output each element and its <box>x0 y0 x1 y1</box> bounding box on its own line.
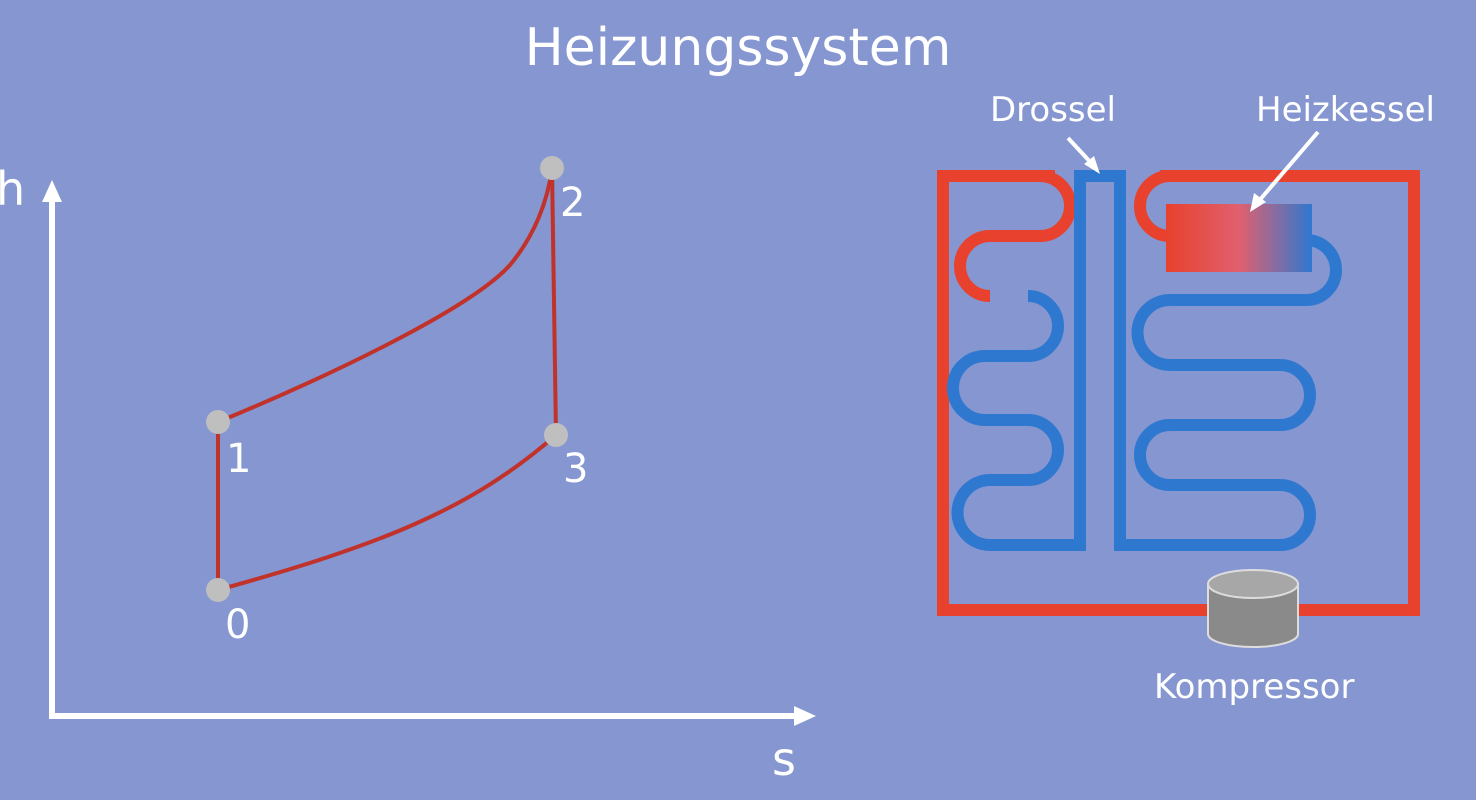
kompressor-label: Kompressor <box>1154 667 1354 707</box>
cycle-line-1-2 <box>217 167 554 424</box>
left-cold-coil <box>947 290 1086 551</box>
state-label-1: 1 <box>226 436 251 482</box>
page-title: Heizungssystem <box>524 18 952 78</box>
heizkessel-pointer <box>1256 130 1320 204</box>
state-point-0 <box>206 578 230 602</box>
x-axis-label: s <box>772 732 796 786</box>
outer-hot-pipe <box>937 170 1420 616</box>
x-axis-arrow-icon <box>794 706 816 726</box>
hs-diagram: h s 0 1 2 3 <box>0 156 816 786</box>
heating-system: Drossel Heizkessel Kompressor <box>937 90 1435 707</box>
right-cold-coil <box>1114 234 1342 551</box>
state-label-0: 0 <box>225 602 250 648</box>
right-hot-coil <box>1134 170 1171 242</box>
heizkessel-label: Heizkessel <box>1256 90 1435 130</box>
boiler <box>1166 204 1312 272</box>
cycle-line-3-0 <box>217 433 558 592</box>
drossel-arrow-icon <box>1084 156 1100 174</box>
y-axis-label: h <box>0 162 25 216</box>
y-axis-arrow-icon <box>42 180 62 202</box>
state-label-2: 2 <box>560 180 585 226</box>
heizkessel-arrow-icon <box>1250 193 1266 212</box>
state-point-1 <box>206 410 230 434</box>
compressor <box>1207 569 1299 648</box>
left-hot-coil <box>954 170 1076 302</box>
state-point-3 <box>544 423 568 447</box>
cycle-line-2-3 <box>550 167 558 436</box>
throttle-valve-icon <box>1092 170 1108 180</box>
state-label-3: 3 <box>563 446 588 492</box>
state-point-2 <box>540 156 564 180</box>
drossel-label: Drossel <box>990 90 1116 130</box>
